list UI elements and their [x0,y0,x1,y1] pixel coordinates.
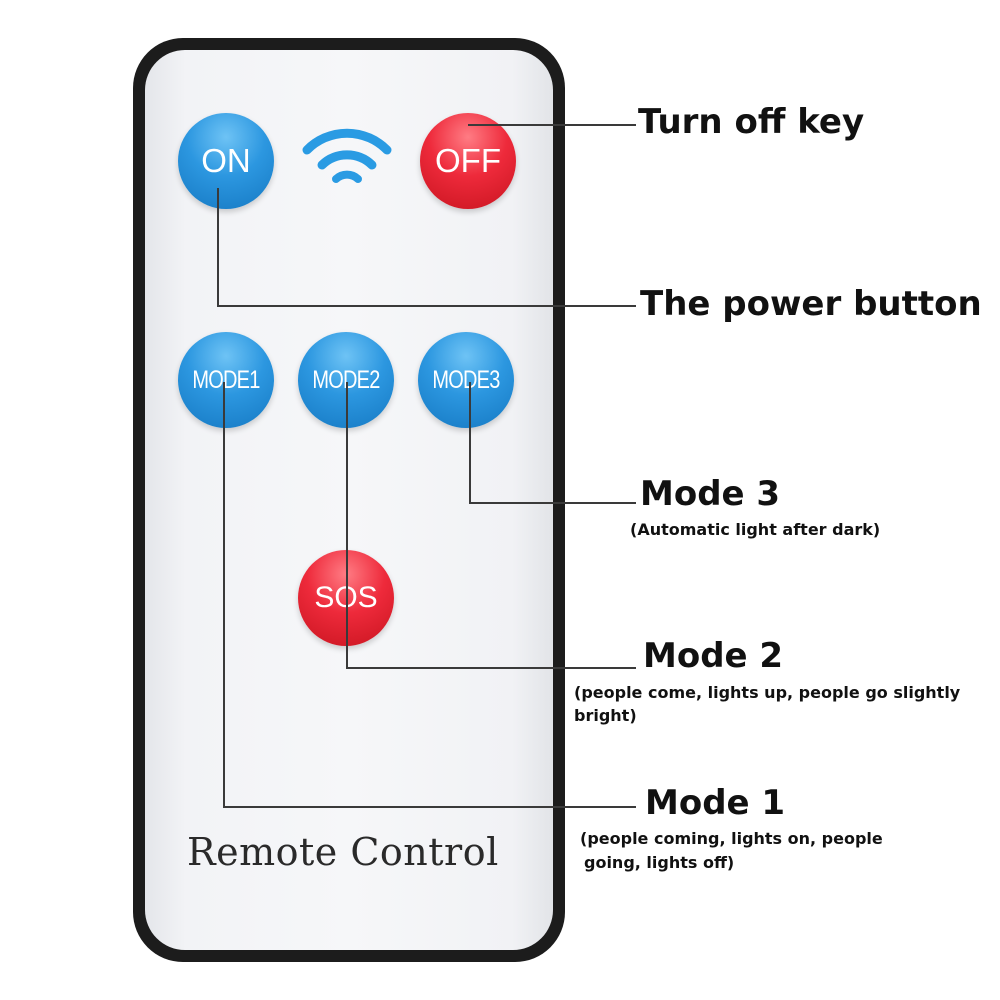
wifi-icon [302,128,392,183]
mode3-leader [469,382,636,504]
mode2-leader [346,382,636,669]
sos-button-label: SOS [314,581,378,614]
on-button[interactable]: ON [178,113,274,209]
off-key-label: Turn off key [638,102,865,142]
mode2-title: Mode 2 [643,636,784,676]
power-button-leader [217,188,636,307]
mode1-button[interactable]: MODE1 [178,332,274,428]
off-button-label: OFF [435,142,501,179]
mode1-title: Mode 1 [645,783,786,823]
mode3-title: Mode 3 [640,474,781,514]
remote-title: Remote Control [187,830,499,874]
off-button[interactable]: OFF [420,113,516,209]
mode3-button-label: MODE3 [432,365,500,394]
mode2-desc: (people come, lights up, people go sligh… [574,683,961,725]
mode1-button-label: MODE1 [192,365,260,394]
mode3-button[interactable]: MODE3 [418,332,514,428]
mode3-desc: (Automatic light after dark) [630,520,881,539]
mode1-desc-line1: (people coming, lights on, people [580,829,883,848]
on-button-label: ON [201,142,251,179]
mode1-leader [223,382,636,808]
mode1-desc-line2: going, lights off) [584,853,735,872]
power-button-label: The power button [640,284,982,324]
